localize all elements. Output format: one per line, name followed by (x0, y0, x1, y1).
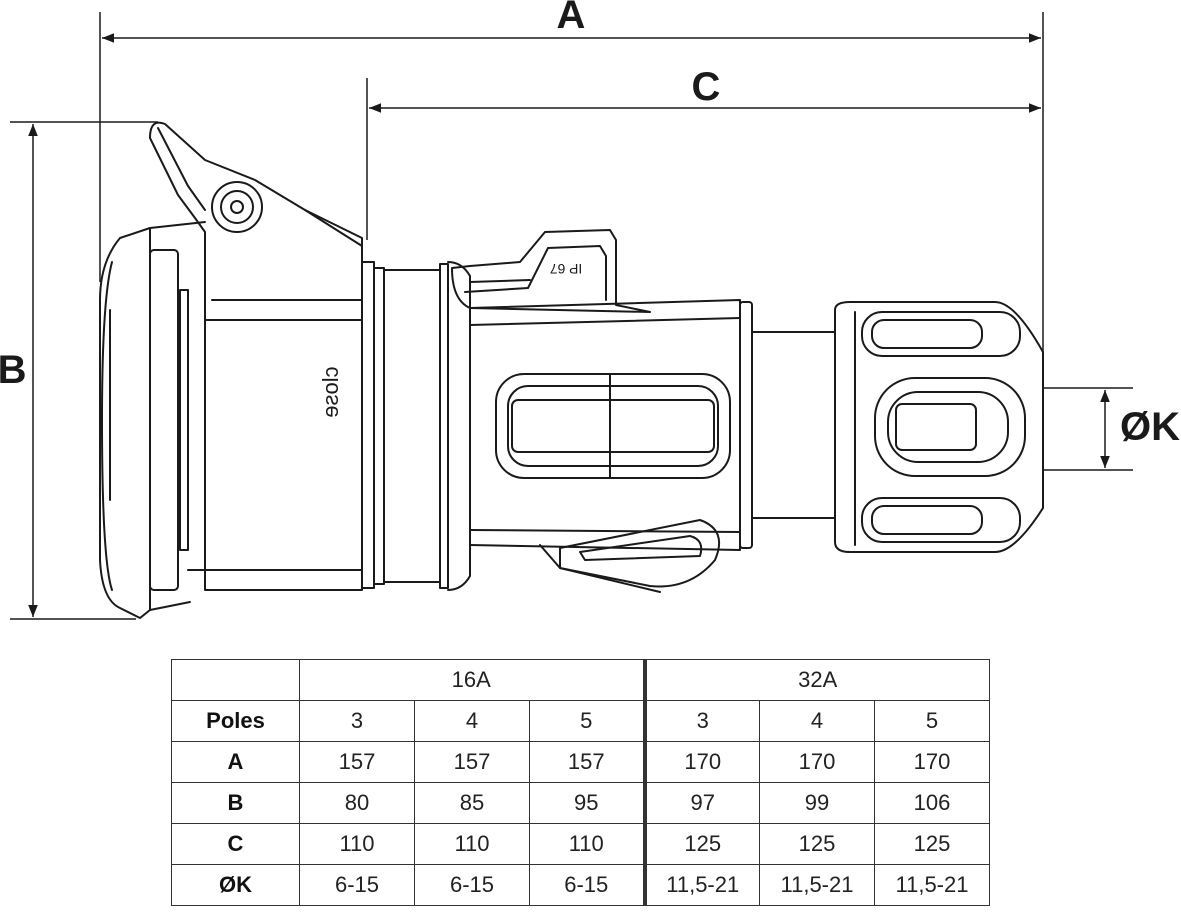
dimensions-table: 16A 32A Poles 3 4 5 3 4 5 A 157 157 157 … (171, 659, 990, 906)
table-cell: 157 (299, 741, 415, 783)
top-latch (451, 229, 651, 313)
table-group-16a: 16A (299, 659, 645, 701)
table-row: C 110 110 110 125 125 125 (171, 823, 990, 865)
ip-rating-embossed-label: IP 67 (550, 261, 583, 277)
dimension-c-label: C (692, 65, 721, 109)
row-header: Poles (171, 700, 300, 742)
table-cell: 157 (414, 741, 530, 783)
dimension-b (10, 121, 158, 620)
table-row: ØK 6-15 6-15 6-15 11,5-21 11,5-21 11,5-2… (171, 864, 990, 906)
table-cell: 4 (759, 700, 875, 742)
table-cell: 170 (759, 741, 875, 783)
socket-body (187, 319, 363, 591)
dimension-a-label: A (557, 0, 586, 37)
table-cell: 3 (299, 700, 415, 742)
table-cell: 4 (414, 700, 530, 742)
dimension-k (1043, 387, 1133, 471)
table-cell: 157 (529, 741, 645, 783)
table-cell: 125 (759, 823, 875, 865)
table-cell: 95 (529, 782, 645, 824)
table-row: A 157 157 157 170 170 170 (171, 741, 990, 783)
table-cell: 11,5-21 (759, 864, 875, 906)
table-header-row: 16A 32A (171, 659, 990, 701)
table-group-32a: 32A (642, 659, 990, 701)
table-cell: 110 (529, 823, 645, 865)
cable-gland (834, 301, 1044, 553)
dimension-a (99, 12, 1044, 365)
row-header: A (171, 741, 300, 783)
hinge-pin (211, 181, 263, 233)
connector-drawing: A C B ØK (0, 0, 1180, 620)
dimension-k-label: ØK (1120, 405, 1180, 449)
table-row: Poles 3 4 5 3 4 5 (171, 700, 990, 742)
collar-rings (361, 261, 449, 589)
close-embossed-label: close (318, 366, 343, 417)
table-corner-cell (171, 659, 300, 701)
table-cell: 170 (642, 741, 760, 783)
table-cell: 85 (414, 782, 530, 824)
front-face (99, 221, 206, 619)
row-header: ØK (171, 864, 300, 906)
hinged-lid (149, 121, 363, 321)
table-cell: 5 (529, 700, 645, 742)
table-cell: 80 (299, 782, 415, 824)
bottom-grip (539, 519, 720, 593)
row-header: C (171, 823, 300, 865)
table-cell: 106 (874, 782, 990, 824)
table-row: B 80 85 95 97 99 106 (171, 782, 990, 824)
connector-outline (99, 121, 1044, 619)
table-cell: 170 (874, 741, 990, 783)
table-cell: 5 (874, 700, 990, 742)
table-cell: 6-15 (529, 864, 645, 906)
table-cell: 125 (874, 823, 990, 865)
table-cell: 97 (642, 782, 760, 824)
dimension-c (366, 78, 1041, 240)
table-cell: 11,5-21 (874, 864, 990, 906)
side-grip (495, 373, 731, 479)
table-cell: 125 (642, 823, 760, 865)
table-cell: 110 (299, 823, 415, 865)
table-cell: 99 (759, 782, 875, 824)
table-cell: 110 (414, 823, 530, 865)
table-cell: 11,5-21 (642, 864, 760, 906)
table-cell: 6-15 (414, 864, 530, 906)
table-cell: 3 (642, 700, 760, 742)
row-header: B (171, 782, 300, 824)
dimension-b-label: B (0, 348, 26, 392)
main-body (447, 261, 836, 591)
table-cell: 6-15 (299, 864, 415, 906)
